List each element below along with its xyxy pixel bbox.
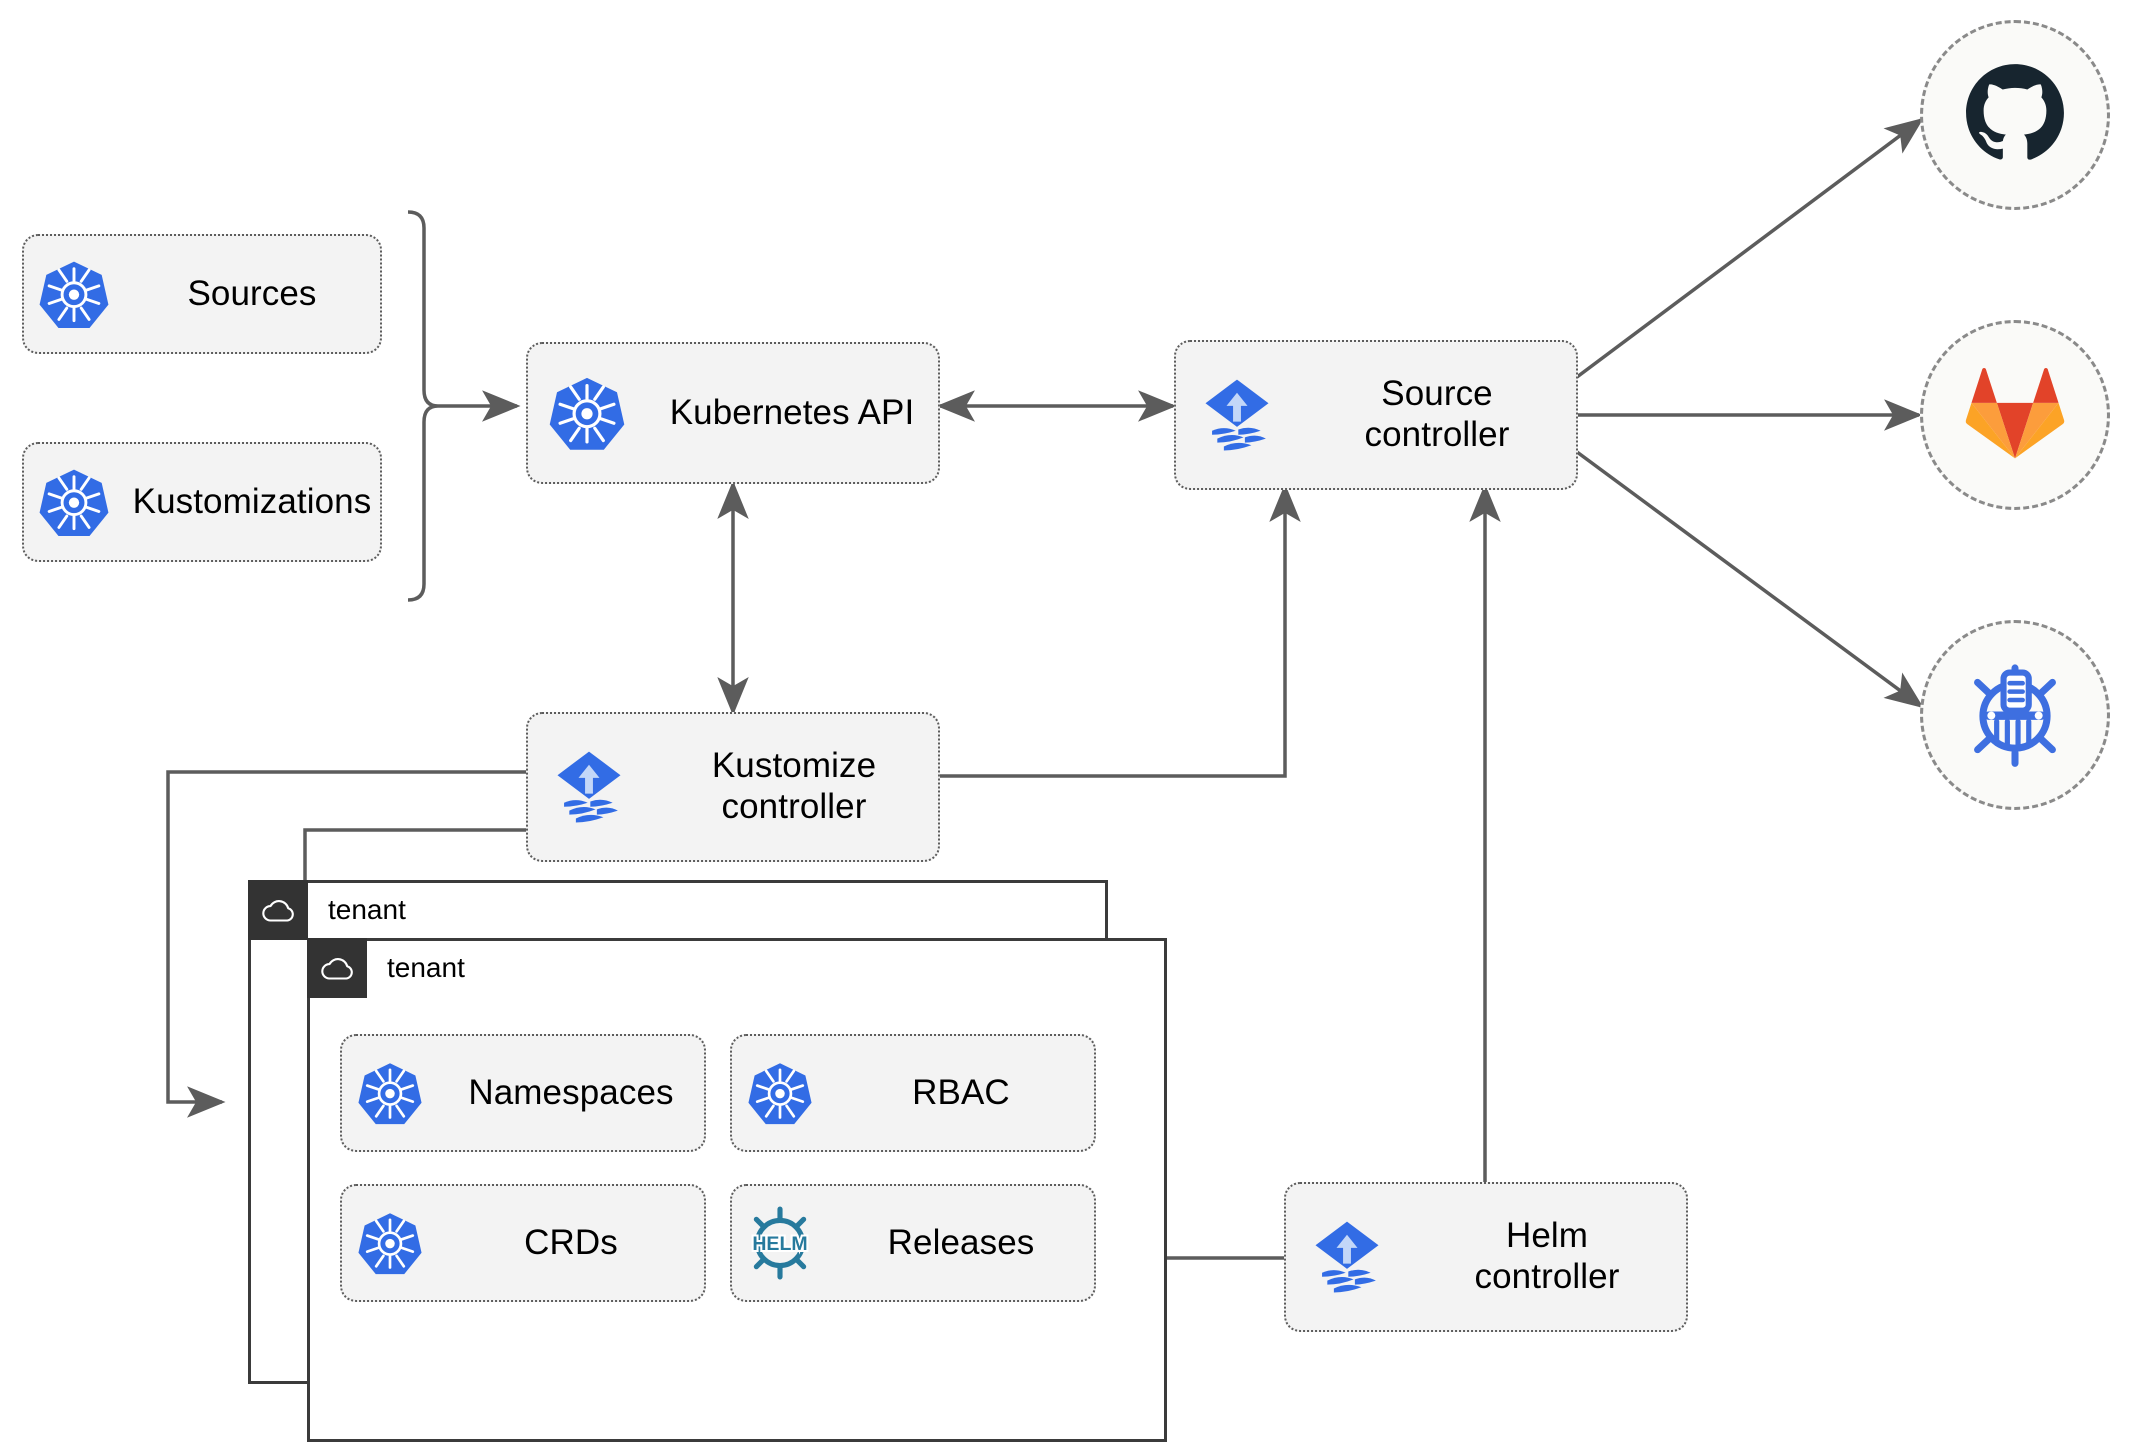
node-kustomizations[interactable]: Kustomizations (22, 442, 382, 562)
node-label: Helm controller (1474, 1216, 1620, 1296)
tenant-titlebar: tenant (307, 938, 465, 998)
node-label: Kustomize controller (711, 746, 877, 826)
arrow-source-to-github (1575, 117, 1924, 379)
node-source-controller[interactable]: Source controller (1174, 340, 1578, 490)
diagram-canvas: Sources Kustomizations (22, 20, 2110, 1442)
node-label: Releases (887, 1222, 1035, 1262)
provider-gitlab[interactable] (1920, 320, 2110, 510)
gitlab-icon (1963, 363, 2067, 468)
node-label: Kustomizations (132, 481, 372, 521)
tenant-titlebar: tenant (248, 880, 406, 940)
arrow-source-to-helm-repository (1575, 450, 1924, 709)
node-releases[interactable]: HELM Releases (730, 1184, 1096, 1302)
node-label: Namespaces (468, 1072, 674, 1112)
kubernetes-icon (732, 1060, 828, 1126)
node-kubernetes-api[interactable]: Kubernetes API (526, 342, 940, 484)
kubernetes-icon (528, 374, 646, 452)
node-label: Sources (187, 273, 317, 313)
flux-icon (1176, 373, 1298, 457)
tenant-label: tenant (387, 952, 465, 983)
node-rbac[interactable]: RBAC (730, 1034, 1096, 1152)
provider-helm-repository[interactable] (1920, 620, 2110, 810)
node-label: Source controller (1364, 374, 1510, 454)
node-kustomize-controller[interactable]: Kustomize controller (526, 712, 940, 862)
flux-icon (528, 745, 650, 829)
cloud-icon (307, 938, 367, 998)
helm-icon: HELM (732, 1206, 828, 1280)
kubernetes-icon (24, 466, 124, 538)
github-icon (1961, 59, 2069, 172)
kubernetes-icon (24, 258, 124, 330)
node-label: RBAC (912, 1072, 1010, 1112)
cloud-icon (248, 880, 308, 940)
provider-github[interactable] (1920, 20, 2110, 210)
svg-text:HELM: HELM (752, 1233, 807, 1255)
node-label: Kubernetes API (669, 392, 915, 432)
node-crds[interactable]: CRDs (340, 1184, 706, 1302)
group-bracket (407, 210, 439, 602)
kubernetes-icon (342, 1210, 438, 1276)
node-helm-controller[interactable]: Helm controller (1284, 1182, 1688, 1332)
node-namespaces[interactable]: Namespaces (340, 1034, 706, 1152)
helm-repository-icon (1960, 658, 2070, 773)
tenant-label: tenant (328, 894, 406, 925)
kubernetes-icon (342, 1060, 438, 1126)
arrow-kustomize-to-source (940, 483, 1301, 778)
node-sources[interactable]: Sources (22, 234, 382, 354)
node-label: CRDs (524, 1222, 618, 1262)
flux-icon (1286, 1215, 1408, 1299)
